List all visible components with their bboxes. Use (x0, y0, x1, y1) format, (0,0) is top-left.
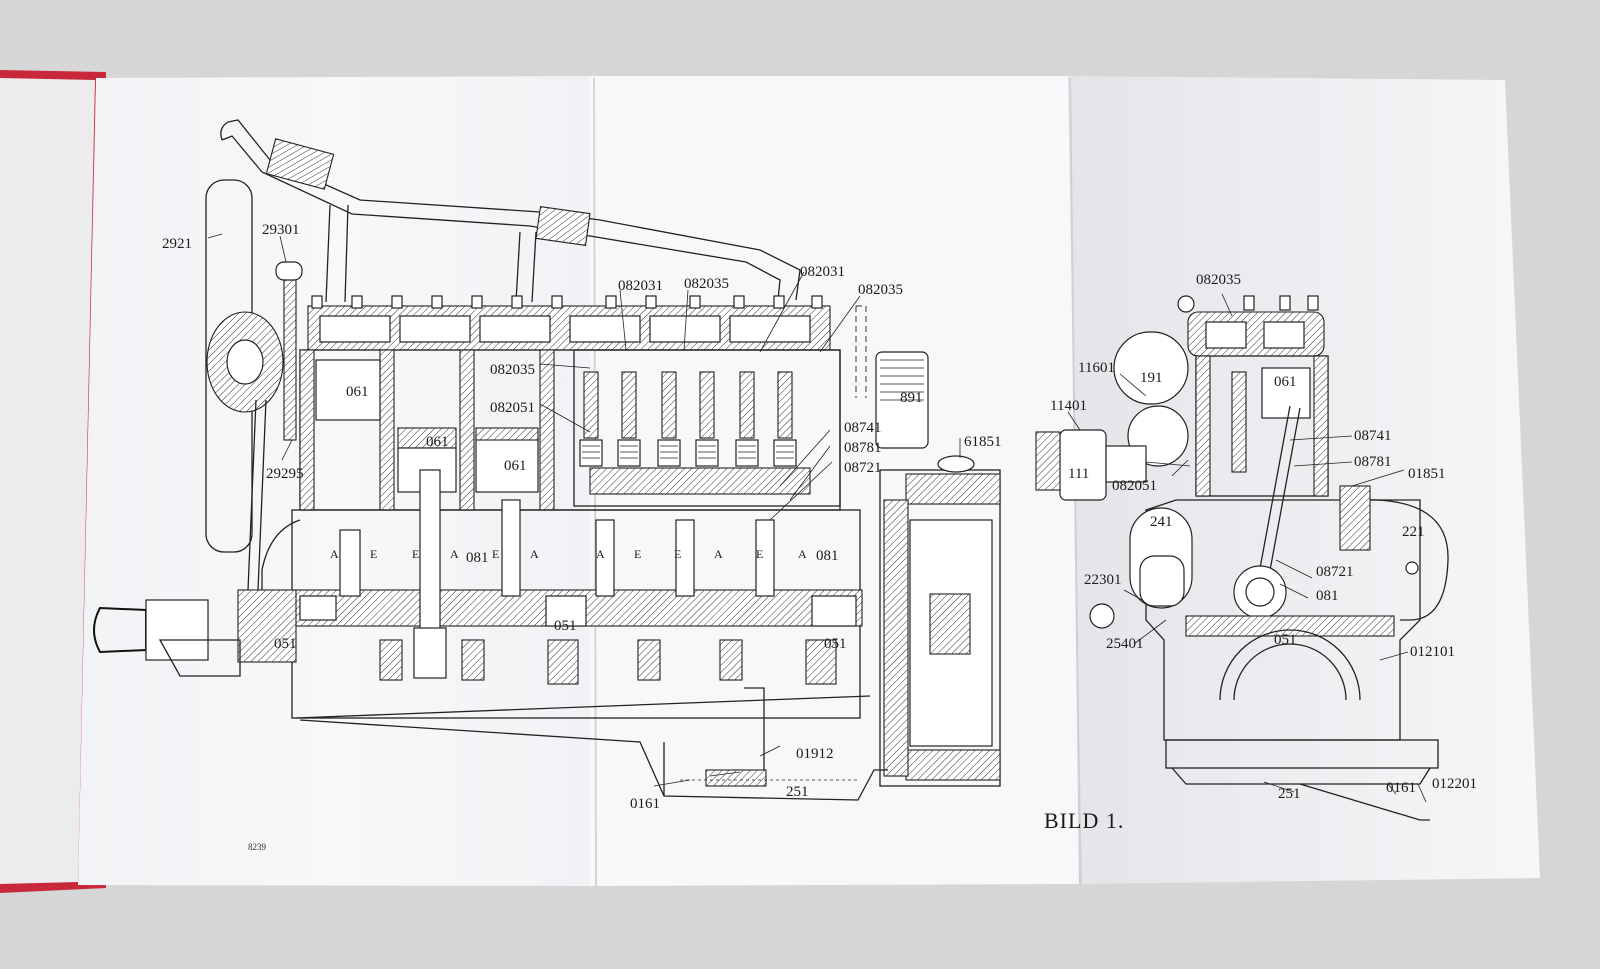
foldout-panel-right (1068, 76, 1540, 884)
oil-pan (299, 719, 888, 801)
valve-letter: E (370, 547, 377, 561)
piston-1 (315, 359, 381, 421)
label-082035-end: 082035 (1196, 272, 1241, 288)
label-061-a: 061 (346, 384, 369, 400)
label-061-c: 061 (504, 458, 527, 474)
starting-handle (93, 606, 147, 654)
label-08721-end: 08721 (1316, 564, 1354, 580)
end-generator (1059, 429, 1107, 501)
label-082031-b: 082031 (800, 264, 845, 280)
label-2921: 2921 (162, 236, 192, 252)
print-number: 8239 (248, 842, 267, 852)
label-251: 251 (786, 784, 809, 800)
label-891: 891 (900, 390, 923, 406)
label-221: 221 (1402, 524, 1425, 540)
label-081-b: 081 (816, 548, 839, 564)
end-water-pump (1355, 499, 1449, 621)
label-25401: 25401 (1106, 636, 1144, 652)
label-22301: 22301 (1084, 572, 1122, 588)
label-082035-b: 082035 (858, 282, 903, 298)
label-061-b: 061 (426, 434, 449, 450)
valve-letter: E (674, 547, 681, 561)
label-082035-c: 082035 (490, 362, 535, 378)
label-081-end: 081 (1316, 588, 1339, 604)
label-051-a: 051 (274, 636, 297, 652)
label-01912: 01912 (796, 746, 834, 762)
label-051-end: 051 (1274, 632, 1297, 648)
side-view-labels: 2921 29301 29295 082031 082035 082031 08… (162, 222, 1002, 812)
valve-letter: E (756, 547, 763, 561)
label-082031-a: 082031 (618, 278, 663, 294)
label-08781-end: 08781 (1354, 454, 1392, 470)
flywheel-housing (879, 469, 1001, 787)
valve-letter: A (450, 547, 459, 561)
label-051-b: 051 (554, 618, 577, 634)
label-08741: 08741 (844, 420, 882, 436)
valve-letter: A (714, 547, 723, 561)
valve-letter: A (596, 547, 605, 561)
end-piston (1261, 367, 1311, 419)
foldout-panel-left (78, 76, 598, 886)
engine-side-view (93, 119, 1001, 801)
label-08741-end: 08741 (1354, 428, 1392, 444)
label-061-end: 061 (1274, 374, 1297, 390)
book-inner-page (0, 78, 95, 884)
valve-letter: E (634, 547, 641, 561)
label-012201: 012201 (1432, 776, 1477, 792)
label-01851: 01851 (1408, 466, 1446, 482)
label-0161: 0161 (630, 796, 660, 812)
label-051-c: 051 (824, 636, 847, 652)
crank-nose (237, 589, 297, 663)
label-191: 191 (1140, 370, 1163, 386)
valve-letter: A (330, 547, 339, 561)
figure-title: BILD 1. (1044, 808, 1124, 833)
valve-letter: E (412, 547, 419, 561)
label-241: 241 (1150, 514, 1173, 530)
label-081-a: 081 (466, 550, 489, 566)
label-251-end: 251 (1278, 786, 1301, 802)
valve-group (579, 371, 811, 495)
label-29295: 29295 (266, 466, 304, 482)
valve-letter: E (492, 547, 499, 561)
label-0161-end: 0161 (1386, 780, 1416, 796)
label-111: 111 (1068, 466, 1089, 482)
label-012101: 012101 (1410, 644, 1455, 660)
valve-letter-row: A E E A E A A E E A E A (330, 547, 807, 561)
label-29301: 29301 (262, 222, 300, 238)
label-08781: 08781 (844, 440, 882, 456)
crankshaft (291, 469, 863, 685)
label-08721: 08721 (844, 460, 882, 476)
label-082035-a: 082035 (684, 276, 729, 292)
end-view-labels: 082035 11601 191 061 11401 111 082051 08… (1050, 272, 1477, 802)
engine-end-view (1035, 293, 1449, 821)
valve-letter: A (798, 547, 807, 561)
end-oil-pan (1165, 739, 1439, 769)
label-11401: 11401 (1050, 398, 1087, 414)
label-082051: 082051 (490, 400, 535, 416)
valve-letter: A (530, 547, 539, 561)
label-61851: 61851 (964, 434, 1002, 450)
label-082051-end: 082051 (1112, 478, 1157, 494)
label-11601: 11601 (1078, 360, 1115, 376)
